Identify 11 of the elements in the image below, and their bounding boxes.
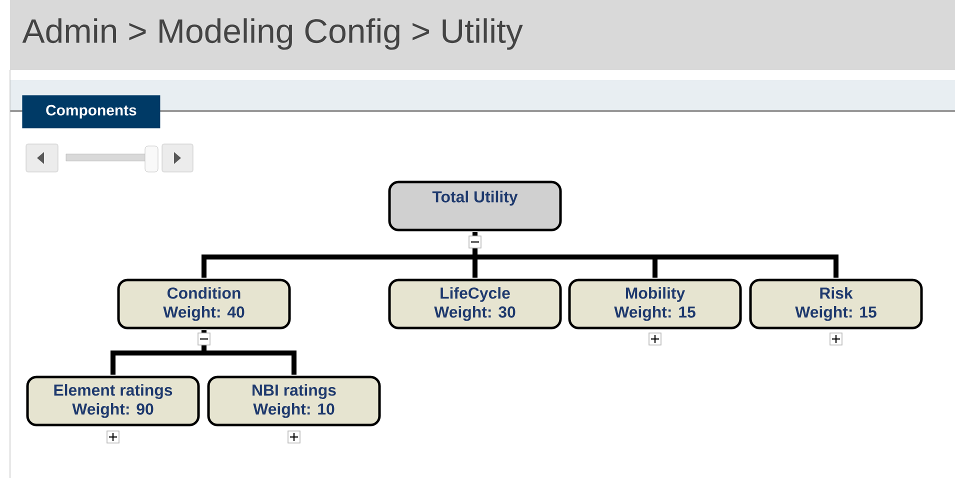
tree-node: NBI ratings Weight: 10 <box>207 376 381 426</box>
tree-node: Condition Weight: 40 <box>117 278 291 330</box>
tree-node: LifeCycle Weight: 30 <box>388 278 562 330</box>
tree-node: Mobility Weight: 15 <box>568 278 742 330</box>
tree-node: Risk Weight: 15 <box>749 278 923 330</box>
tab: Components <box>22 95 160 128</box>
tree-node: Total Utility <box>388 180 562 232</box>
page-title: Admin > Modeling Config > Utility <box>22 18 523 50</box>
connector <box>202 330 296 375</box>
tree-node: Element ratings Weight: 90 <box>26 376 200 426</box>
connector <box>472 232 838 278</box>
